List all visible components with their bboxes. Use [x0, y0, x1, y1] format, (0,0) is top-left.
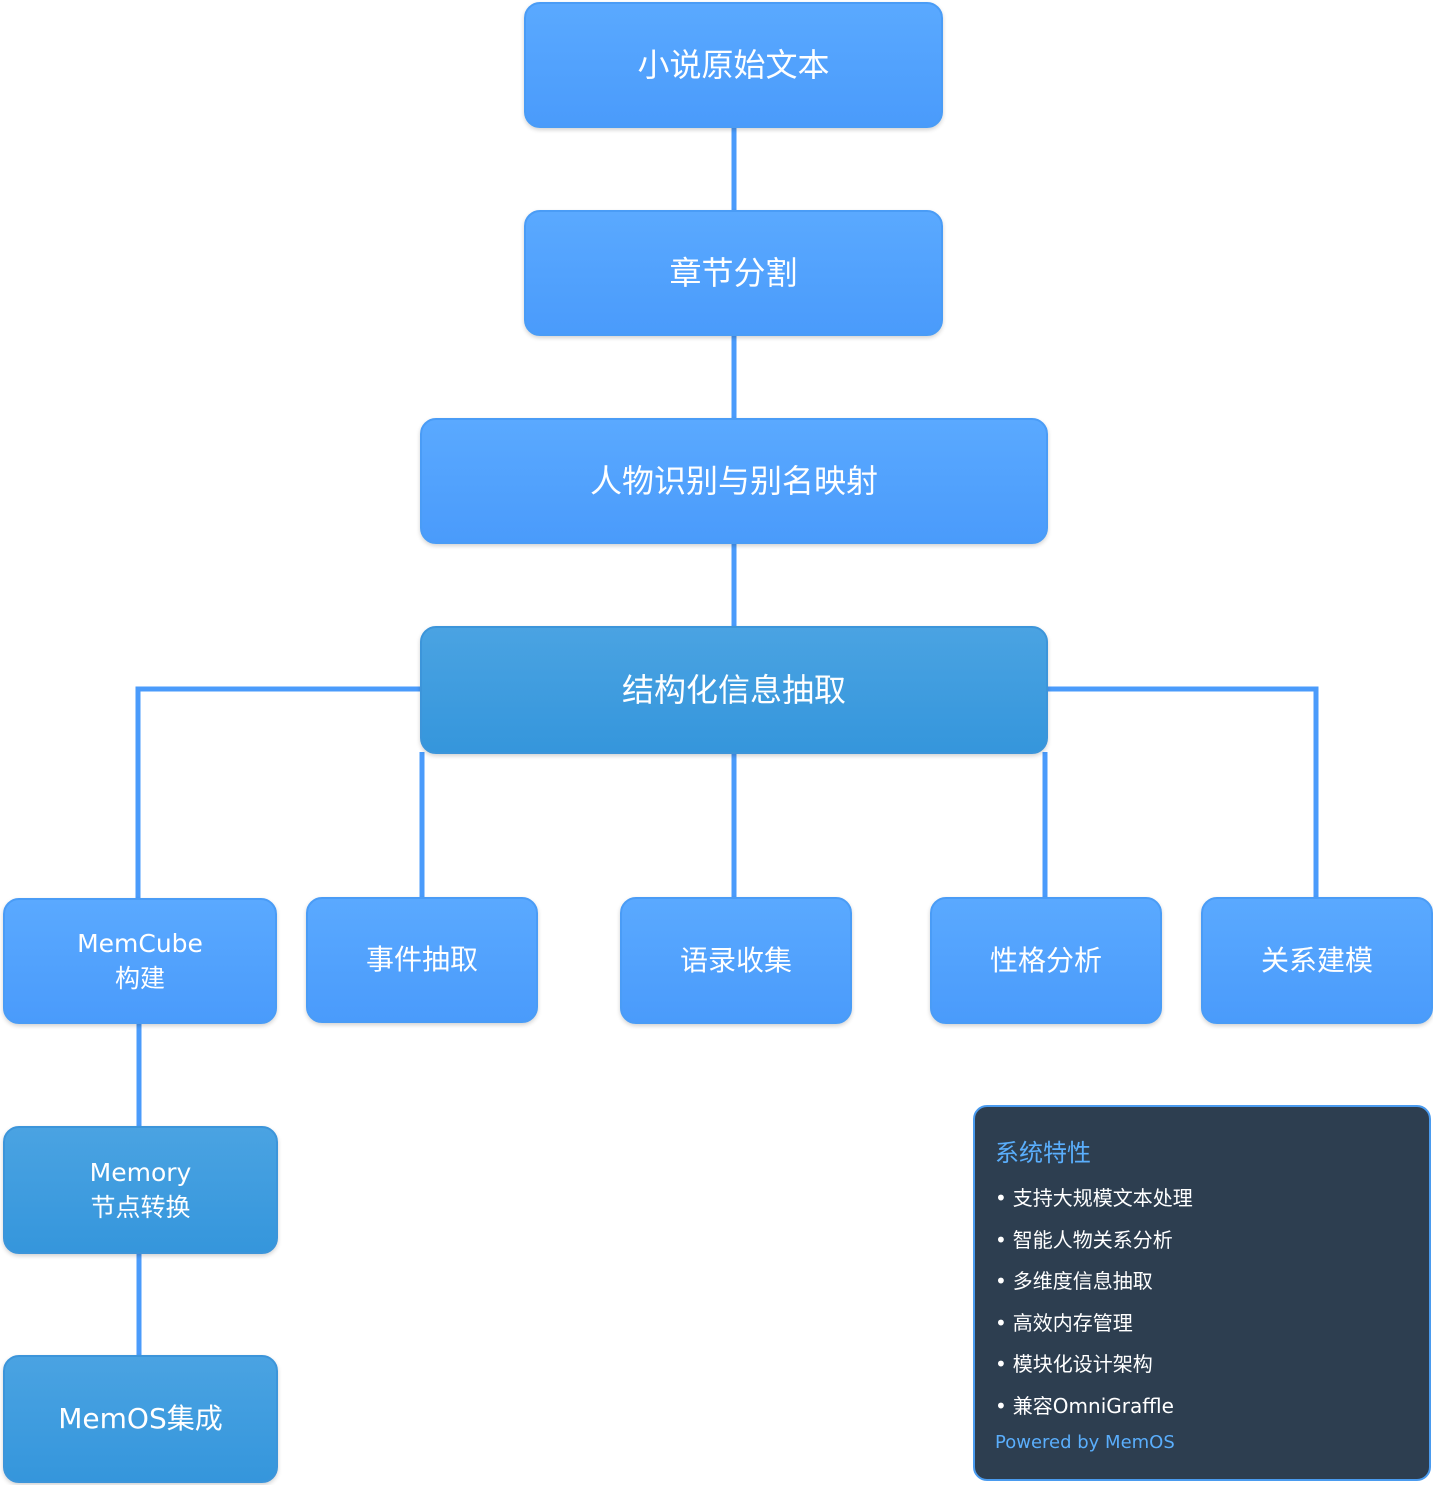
node-memos-integration: MemOS集成 [3, 1355, 278, 1483]
panel-title: 系统特性 [995, 1139, 1091, 1167]
bullet-icon: • [995, 1269, 1007, 1294]
feature-item-label: 高效内存管理 [1012, 1310, 1133, 1335]
node-source-text-label: 小说原始文本 [637, 45, 830, 84]
node-quote-collection-label: 语录收集 [679, 943, 792, 977]
node-memory-conversion: Memory 节点转换 [3, 1126, 278, 1254]
feature-item: •支持大规模文本处理 [995, 1178, 1409, 1220]
node-source-text: 小说原始文本 [524, 2, 943, 128]
node-character-recognition-label: 人物识别与别名映射 [589, 461, 878, 500]
node-chapter-split: 章节分割 [524, 210, 943, 336]
node-chapter-split-label: 章节分割 [669, 253, 798, 292]
node-quote-collection: 语录收集 [620, 897, 852, 1024]
system-features-panel: 系统特性 •支持大规模文本处理 •智能人物关系分析 •多维度信息抽取 •高效内存… [973, 1105, 1431, 1481]
panel-footer: Powered by MemOS [995, 1431, 1175, 1453]
feature-item: •模块化设计架构 [995, 1344, 1409, 1386]
bullet-icon: • [995, 1393, 1007, 1418]
connector-extraction-relation [1048, 686, 1319, 898]
node-memcube-build: MemCube 构建 [3, 898, 277, 1024]
feature-item: •智能人物关系分析 [995, 1220, 1409, 1262]
node-structured-extraction: 结构化信息抽取 [420, 626, 1048, 754]
node-memcube-label-line2: 构建 [114, 964, 165, 993]
feature-item-label: 兼容OmniGraffle [1012, 1393, 1174, 1418]
node-memos-integration-label: MemOS集成 [58, 1402, 223, 1436]
node-personality-analysis: 性格分析 [930, 897, 1162, 1024]
bullet-icon: • [995, 1352, 1007, 1377]
node-personality-analysis-label: 性格分析 [989, 943, 1102, 977]
feature-item-label: 模块化设计架构 [1012, 1352, 1153, 1377]
connector-extraction-memcube [135, 686, 420, 898]
node-relation-modeling-label: 关系建模 [1260, 943, 1373, 977]
feature-item: •兼容OmniGraffle [995, 1386, 1409, 1428]
feature-list: •支持大规模文本处理 •智能人物关系分析 •多维度信息抽取 •高效内存管理 •模… [995, 1178, 1409, 1428]
node-event-extraction-label: 事件抽取 [365, 943, 478, 977]
node-event-extraction: 事件抽取 [306, 897, 538, 1023]
bullet-icon: • [995, 1227, 1007, 1252]
node-memcube-label-line1: MemCube [77, 929, 203, 958]
node-structured-extraction-label: 结构化信息抽取 [621, 670, 846, 709]
feature-item: •多维度信息抽取 [995, 1261, 1409, 1303]
feature-item-label: 智能人物关系分析 [1012, 1227, 1173, 1252]
node-memory-label-line1: Memory [89, 1158, 192, 1187]
feature-item: •高效内存管理 [995, 1303, 1409, 1345]
node-memory-label-line2: 节点转换 [90, 1193, 191, 1222]
feature-item-label: 支持大规模文本处理 [1012, 1186, 1193, 1210]
bullet-icon: • [995, 1310, 1007, 1335]
feature-item-label: 多维度信息抽取 [1012, 1269, 1153, 1294]
node-relation-modeling: 关系建模 [1201, 897, 1433, 1024]
node-character-recognition: 人物识别与别名映射 [420, 418, 1048, 544]
bullet-icon: • [995, 1186, 1007, 1210]
